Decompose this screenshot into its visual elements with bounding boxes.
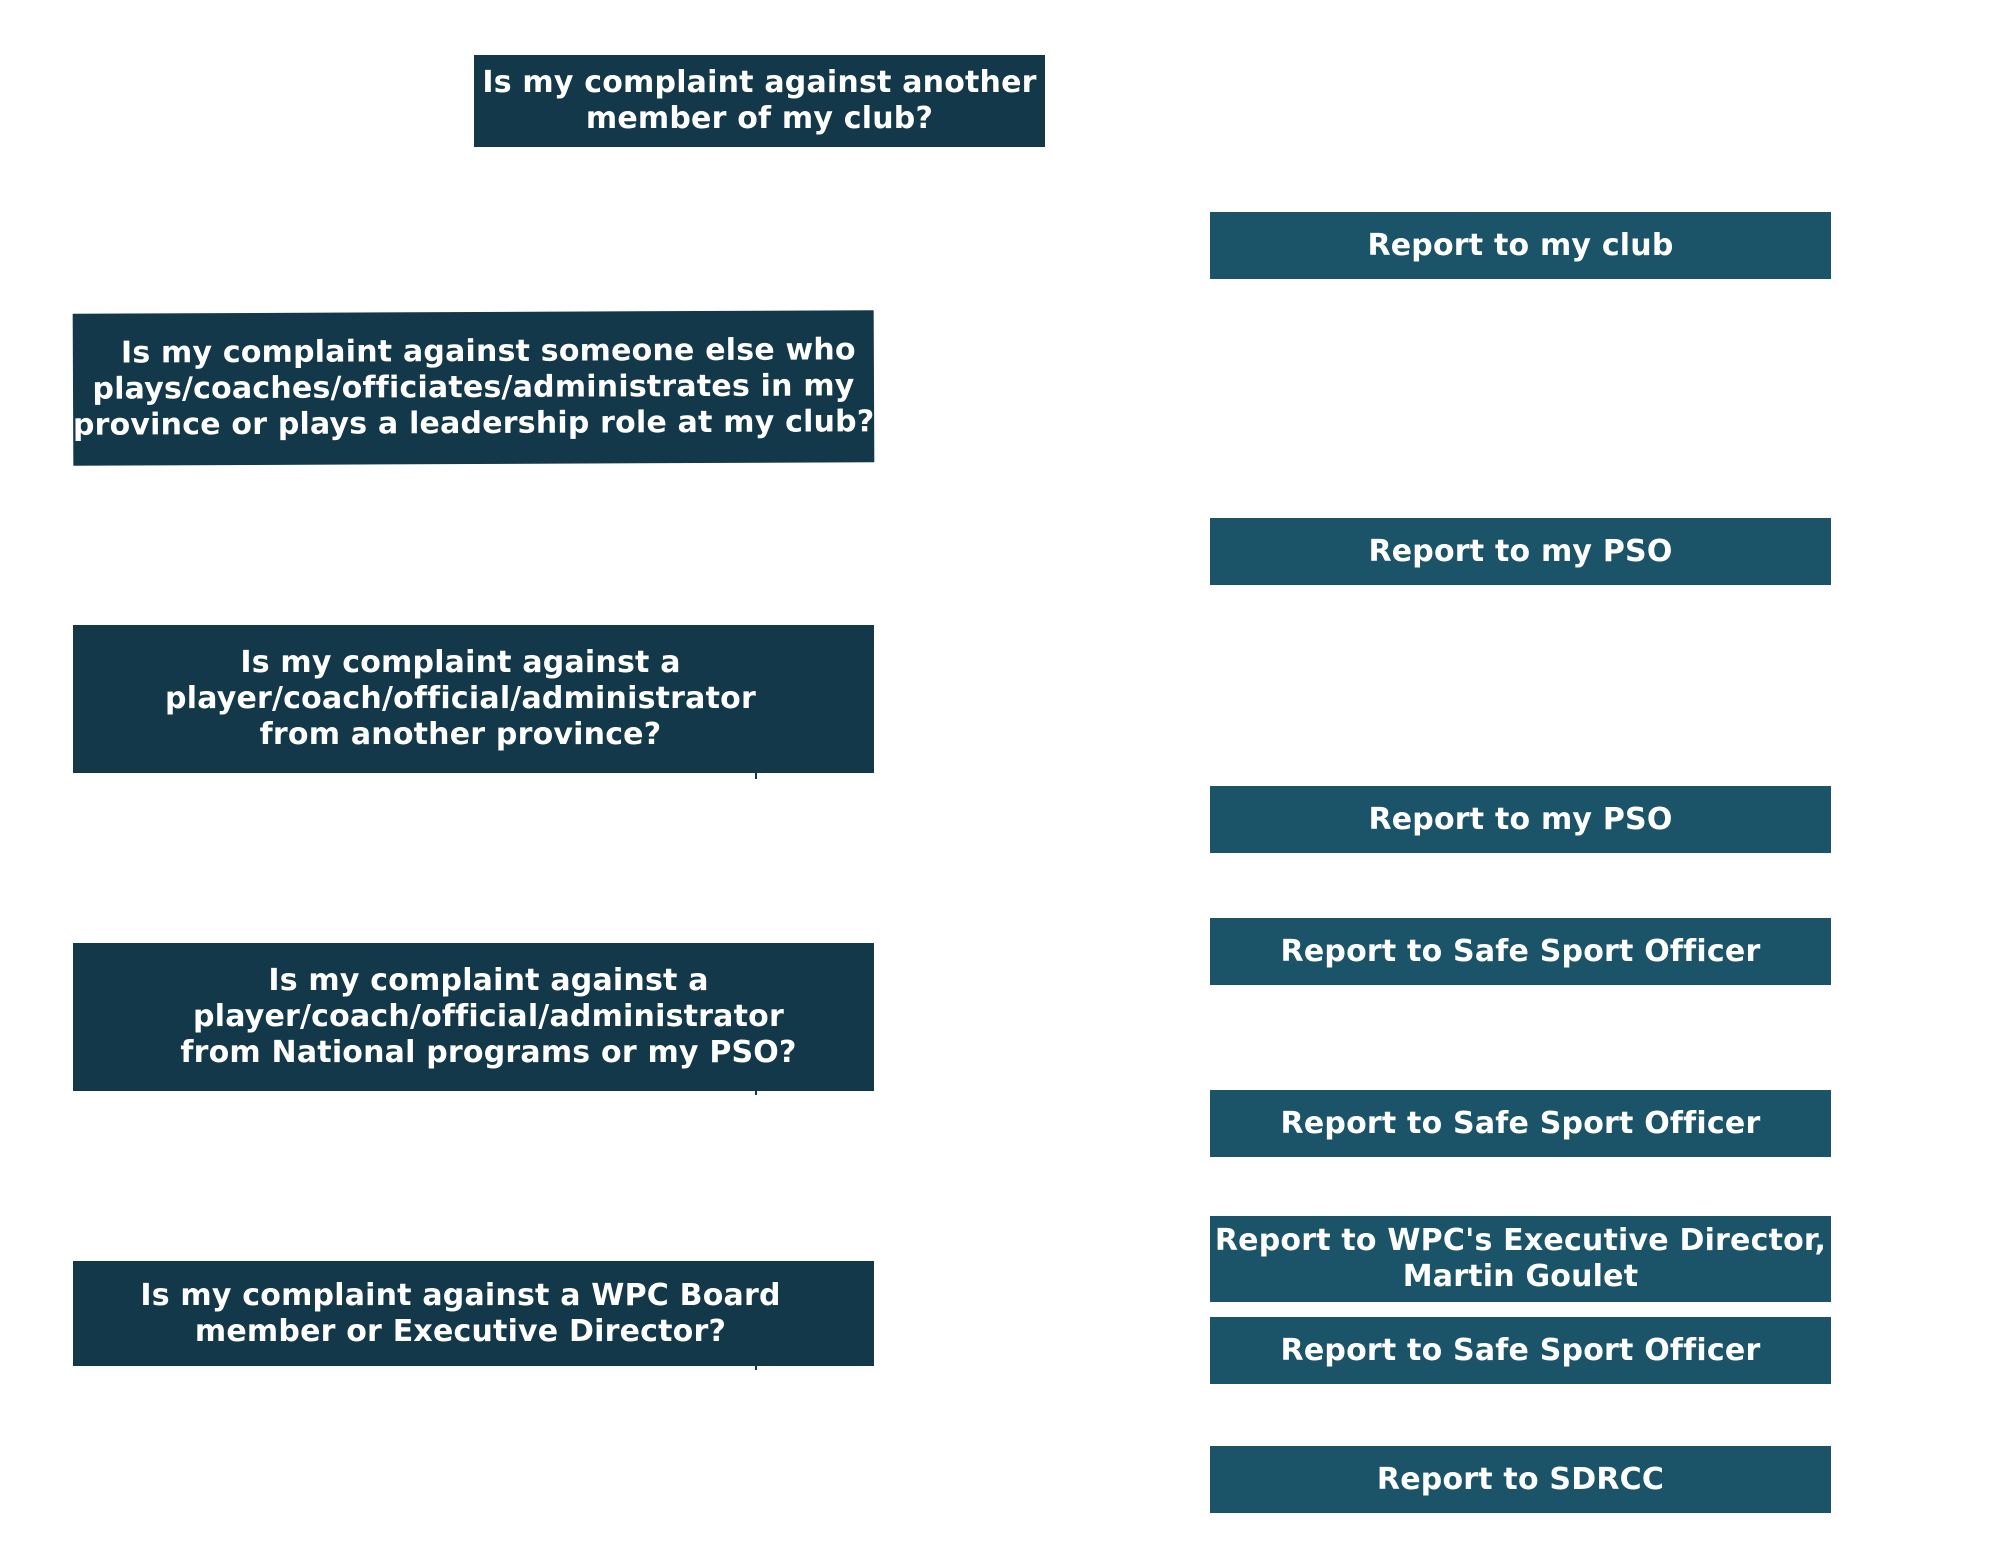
question-2-line-3: province or plays a leadership role at m… bbox=[72, 404, 875, 443]
answer-1-label: Report to my club bbox=[1367, 227, 1674, 263]
answer-box-report-club: Report to my club bbox=[1210, 212, 1831, 279]
answer-box-executive-director: Report to WPC's Executive Director, Mart… bbox=[1210, 1216, 1831, 1302]
question-4-line-1: Is my complaint against a bbox=[268, 963, 709, 998]
connector-stub-3 bbox=[755, 1364, 757, 1370]
question-box-2: Is my complaint against someone else who… bbox=[72, 310, 875, 466]
answer-box-report-pso-1: Report to my PSO bbox=[1210, 518, 1831, 585]
question-3-line-3: from another province? bbox=[259, 717, 662, 752]
answer-3-label: Report to my PSO bbox=[1368, 801, 1673, 837]
answer-8-label: Report to SDRCC bbox=[1376, 1461, 1665, 1497]
question-5-line-1: Is my complaint against a WPC Board bbox=[140, 1277, 781, 1313]
question-4-line-2: player/coach/official/administrator bbox=[193, 999, 784, 1034]
question-2-line-1: Is my complaint against someone else who bbox=[120, 332, 856, 371]
answer-7-label: Report to Safe Sport Officer bbox=[1280, 1332, 1761, 1368]
question-2-line-2: plays/coaches/officiates/administrates i… bbox=[92, 368, 855, 407]
answer-6-line-2: Martin Goulet bbox=[1402, 1259, 1639, 1294]
answer-box-report-pso-2: Report to my PSO bbox=[1210, 786, 1831, 853]
question-box-4: Is my complaint against a player/coach/o… bbox=[73, 943, 874, 1091]
question-box-1: Is my complaint against another member o… bbox=[474, 55, 1045, 147]
question-3-line-2: player/coach/official/administrator bbox=[165, 681, 756, 716]
question-3-line-1: Is my complaint against a bbox=[240, 645, 681, 680]
question-box-5: Is my complaint against a WPC Board memb… bbox=[73, 1261, 874, 1366]
connector-stub-1 bbox=[755, 773, 757, 779]
question-1-line-2: member of my club? bbox=[585, 101, 934, 136]
connector-stub-2 bbox=[755, 1089, 757, 1095]
question-4-line-3: from National programs or my PSO? bbox=[180, 1035, 797, 1070]
question-box-3: Is my complaint against a player/coach/o… bbox=[73, 625, 874, 773]
question-1-line-1: Is my complaint against another bbox=[482, 65, 1037, 100]
answer-box-sdrcc: Report to SDRCC bbox=[1210, 1446, 1831, 1513]
answer-box-safe-sport-1: Report to Safe Sport Officer bbox=[1210, 918, 1831, 985]
question-5-line-2: member or Executive Director? bbox=[194, 1313, 727, 1349]
answer-box-safe-sport-2: Report to Safe Sport Officer bbox=[1210, 1090, 1831, 1157]
answer-6-line-1: Report to WPC's Executive Director, bbox=[1214, 1223, 1827, 1258]
answer-4-label: Report to Safe Sport Officer bbox=[1280, 933, 1761, 969]
answer-2-label: Report to my PSO bbox=[1368, 533, 1673, 569]
answer-5-label: Report to Safe Sport Officer bbox=[1280, 1105, 1761, 1141]
answer-box-safe-sport-3: Report to Safe Sport Officer bbox=[1210, 1317, 1831, 1384]
